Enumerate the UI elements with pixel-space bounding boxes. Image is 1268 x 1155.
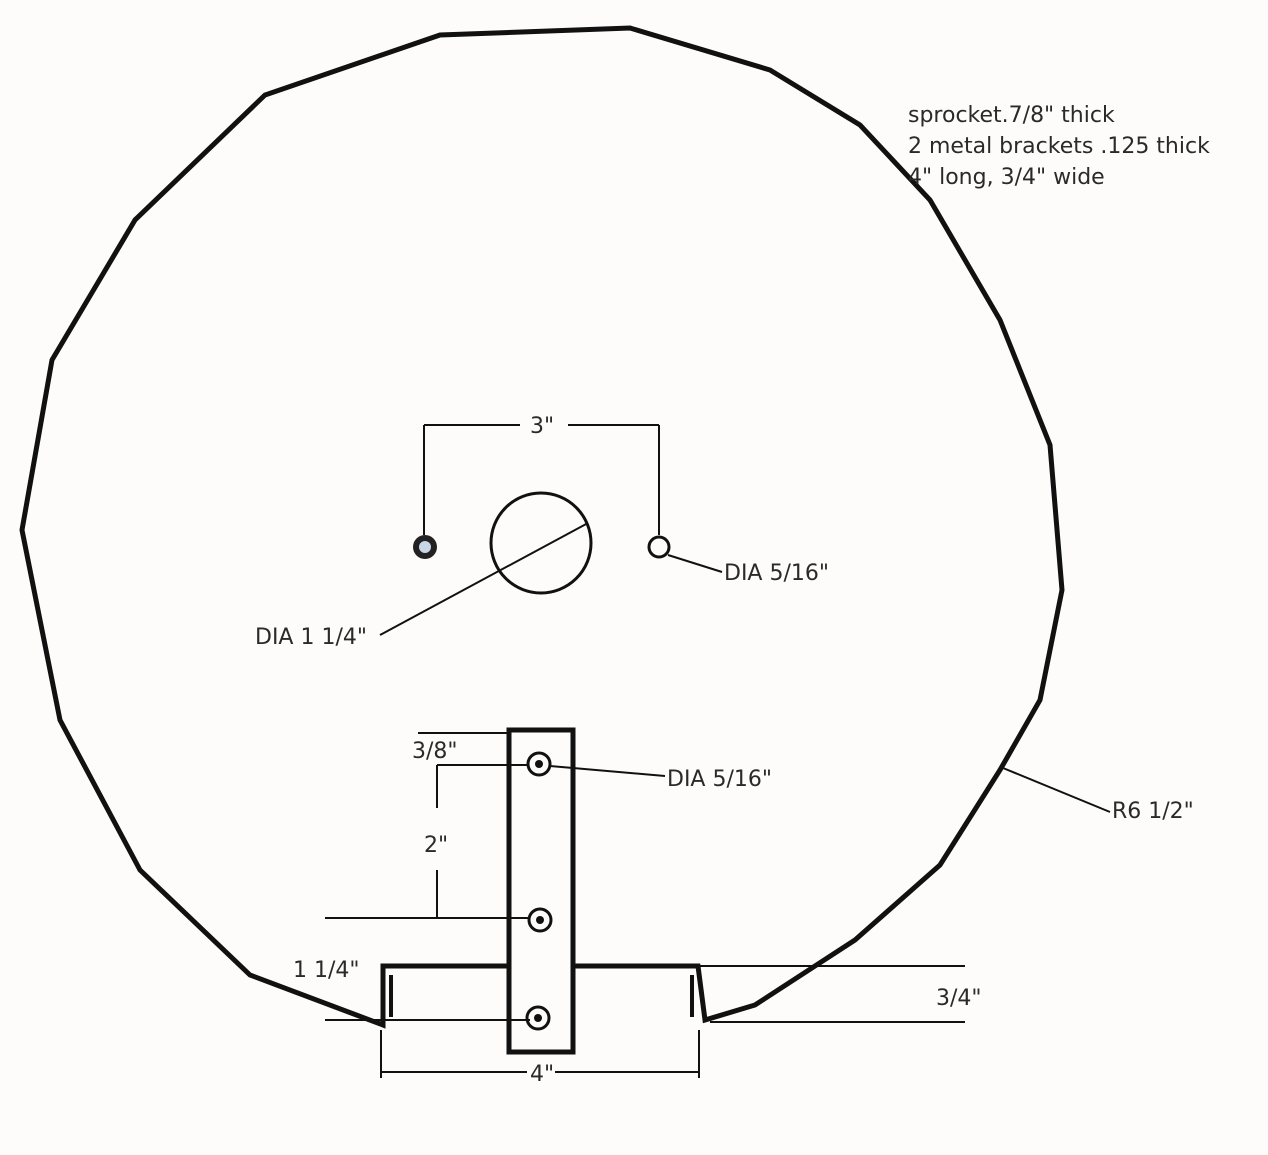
center-hole-dia-label: DIA 1 1/4": [255, 625, 367, 650]
bracket-hole-middle: [527, 907, 553, 933]
bracket-hole-bottom: [525, 1005, 551, 1031]
radius-label: R6 1/2": [1112, 799, 1194, 824]
small-hole-left: [413, 535, 437, 559]
dim-bracket-left: [325, 732, 528, 919]
radius-leader: [1002, 767, 1111, 813]
dim-slot-height: [700, 965, 965, 1023]
dim-bracket-top-offset-label: 3/8": [412, 739, 458, 764]
metal-bracket: [506, 727, 576, 1055]
dim-hole-spacing: [423, 424, 660, 535]
small-hole-leader: [667, 554, 723, 573]
notes-line-2: 2 metal brackets .125 thick: [908, 134, 1210, 159]
sprocket-outline: [19, 25, 1065, 1029]
notes-block: sprocket.7/8" thick 2 metal brackets .12…: [908, 103, 1210, 190]
dim-slot-height-label: 3/4": [936, 986, 982, 1011]
dim-slot-width-label: 4": [530, 1062, 554, 1087]
small-hole-dia-label: DIA 5/16": [724, 561, 829, 586]
notes-line-3: 4" long, 3/4" wide: [908, 165, 1105, 190]
dim-slot-depth-label: 1 1/4": [293, 958, 360, 983]
notes-line-1: sprocket.7/8" thick: [908, 103, 1115, 128]
small-hole-right: [647, 535, 671, 559]
bracket-hole-dia-label: DIA 5/16": [667, 767, 772, 792]
dim-hole-spacing-label: 3": [530, 414, 554, 439]
center-hole: [489, 491, 593, 595]
dim-slot-width: [380, 1030, 700, 1078]
center-hole-leader: [379, 522, 589, 636]
dim-bracket-hole-spacing-label: 2": [424, 833, 448, 858]
bracket-hole-leader: [549, 765, 666, 777]
